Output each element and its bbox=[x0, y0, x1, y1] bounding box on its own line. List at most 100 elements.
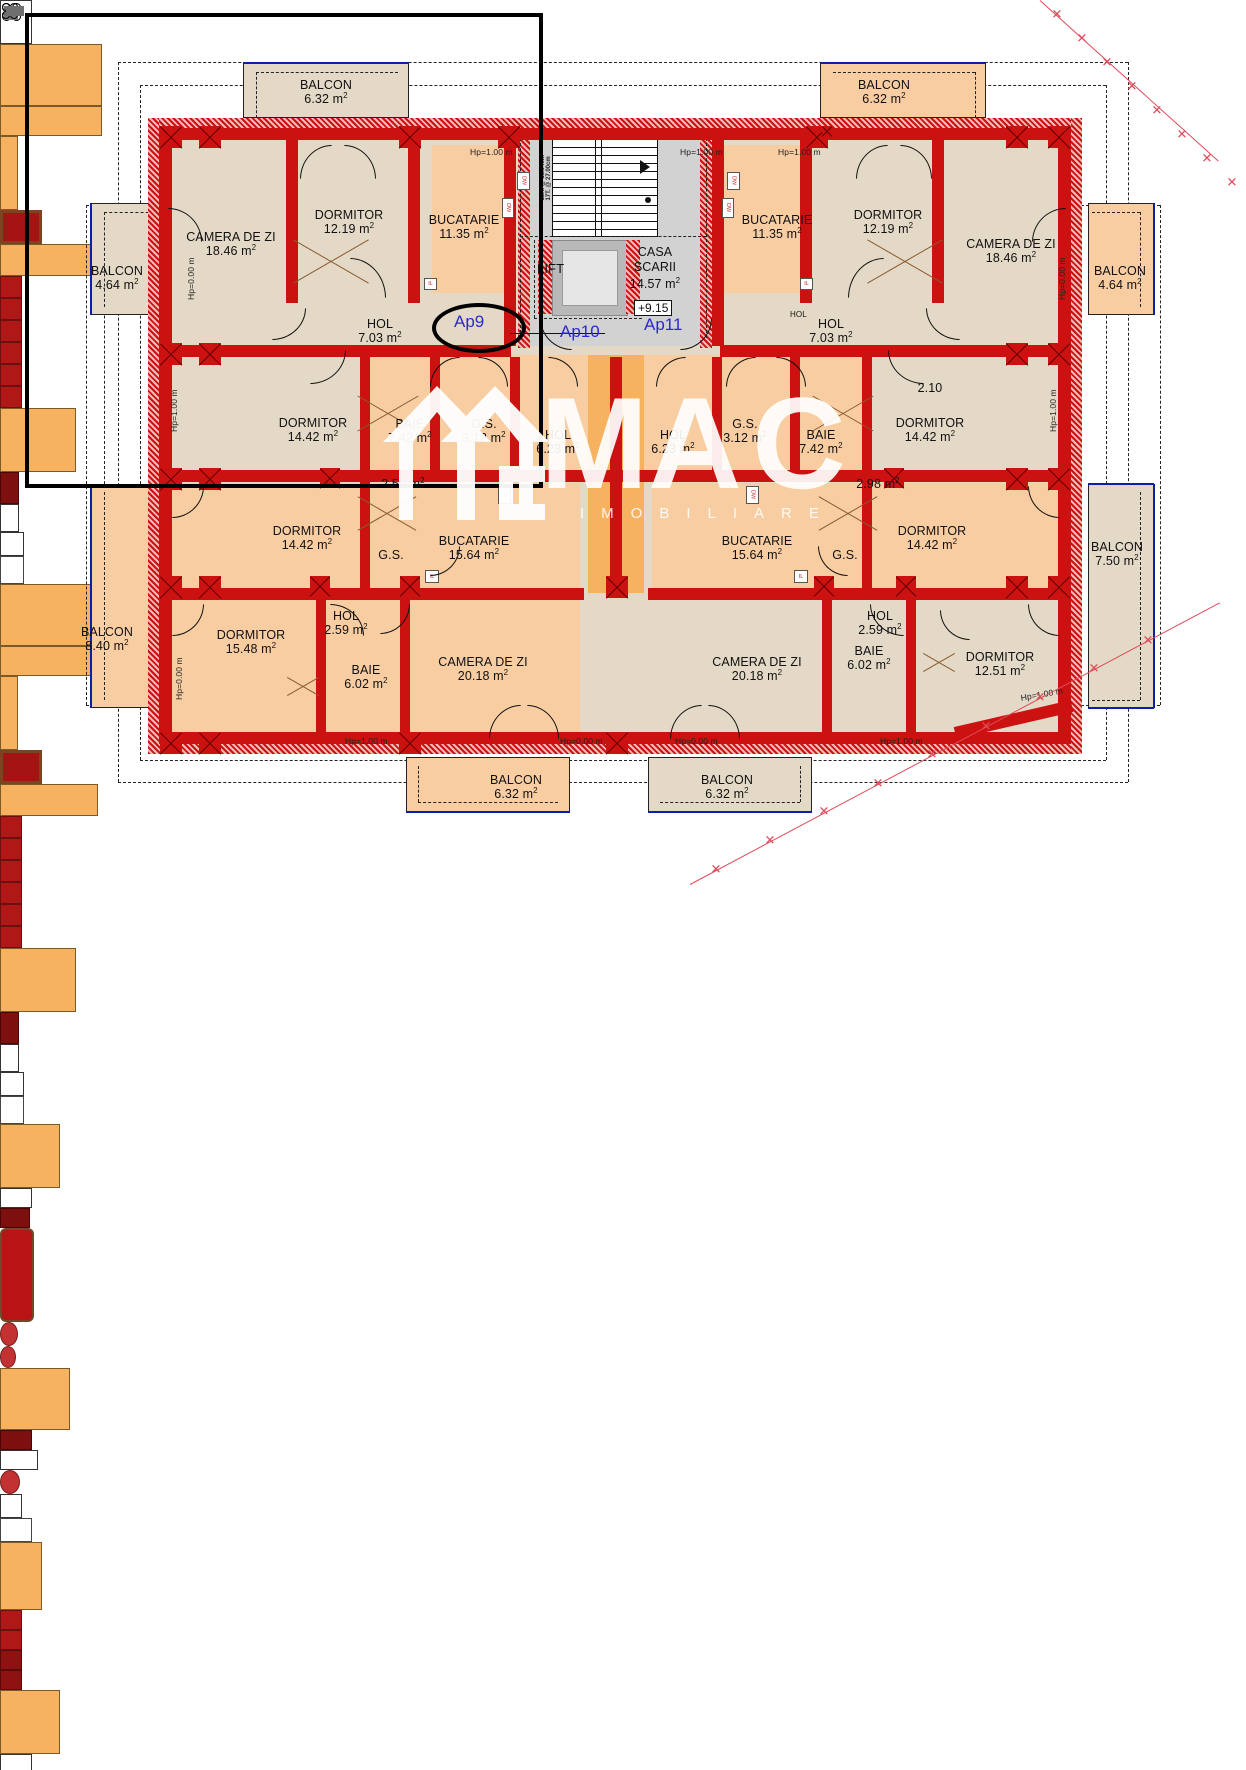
sup-2: 2 bbox=[1134, 553, 1139, 562]
column bbox=[160, 126, 182, 148]
column bbox=[1048, 576, 1070, 598]
survey-mark: ✕ bbox=[980, 718, 992, 734]
sofa-arm bbox=[0, 676, 18, 750]
stair-step bbox=[553, 179, 657, 180]
room-name: BUCATARIE bbox=[438, 534, 510, 548]
parapet-height-label: Hp=1.00 m bbox=[470, 147, 513, 157]
bed bbox=[0, 948, 76, 1012]
parapet-height-label: Hp=1.00 m bbox=[1048, 389, 1058, 432]
site-contour-bottom-inner bbox=[140, 760, 1106, 761]
room-area: 14.42 m2 bbox=[896, 429, 965, 444]
survey-mark: ✕ bbox=[1051, 6, 1063, 22]
toilet bbox=[0, 1470, 20, 1494]
survey-mark: ✕ bbox=[818, 803, 830, 819]
room-area: 6.32 m2 bbox=[490, 786, 542, 801]
room-label-wc-right-lower: G.S. bbox=[832, 548, 857, 562]
chair bbox=[0, 1610, 22, 1630]
balcony-ll-edge bbox=[90, 484, 92, 708]
site-contour-top-inner bbox=[140, 85, 1106, 86]
sup-2: 2 bbox=[134, 277, 139, 286]
room-area-value: 8.40 m bbox=[85, 639, 125, 654]
room-area: 18.46 m2 bbox=[966, 250, 1055, 266]
room-area: 11.35 m2 bbox=[429, 226, 500, 241]
room-name: HOL bbox=[332, 609, 360, 623]
sup-2: 2 bbox=[797, 226, 802, 235]
perimeter-wall-top bbox=[148, 118, 1082, 128]
column bbox=[1048, 343, 1070, 365]
pillow bbox=[0, 1012, 19, 1044]
stairwell-area-value: 14.57 m bbox=[629, 277, 676, 292]
sup-2: 2 bbox=[343, 91, 348, 100]
room-area: 18.46 m2 bbox=[186, 243, 275, 258]
room-area-value: 15.64 m bbox=[731, 548, 778, 563]
column bbox=[896, 576, 916, 596]
survey-mark: ✕ bbox=[1076, 30, 1088, 46]
room-area-value: 18.46 m bbox=[985, 251, 1032, 266]
column bbox=[399, 126, 421, 148]
apartment-label-ap10[interactable]: Ap10 bbox=[560, 322, 600, 341]
wall-h-470-r bbox=[648, 470, 1071, 482]
wall-v-bot-l bbox=[316, 600, 326, 744]
column bbox=[814, 576, 834, 596]
sofa-seat bbox=[0, 106, 102, 136]
room-area-value: 4.64 m bbox=[1098, 278, 1138, 293]
stairwell-name-1: CASA bbox=[637, 245, 673, 259]
room-name: BALCON bbox=[90, 264, 144, 278]
nightstand bbox=[0, 1754, 32, 1770]
balcony-br-edge bbox=[648, 811, 812, 813]
appliance-tag: DW bbox=[746, 486, 759, 504]
chair bbox=[0, 1650, 22, 1670]
stair-step bbox=[553, 229, 657, 230]
room-area: 6.32 m2 bbox=[858, 91, 910, 106]
sup-2: 2 bbox=[690, 441, 695, 450]
column bbox=[1006, 126, 1028, 148]
room-area: 6.02 m2 bbox=[344, 676, 387, 691]
room-area-value: 7.03 m bbox=[358, 331, 398, 346]
room-area: 20.18 m2 bbox=[438, 668, 527, 683]
site-contour-right bbox=[1128, 62, 1129, 782]
room-area-value: 7.50 m bbox=[1095, 554, 1135, 569]
balcony-bottom-left-area bbox=[406, 757, 570, 812]
sup-2: 2 bbox=[838, 441, 843, 450]
room-name: CAMERA DE ZI bbox=[966, 237, 1056, 251]
sup-2: 2 bbox=[1031, 250, 1037, 259]
kitchen-sink bbox=[0, 10, 24, 1124]
room-area-value: 15.48 m bbox=[225, 642, 272, 657]
sup-2: 2 bbox=[333, 429, 339, 438]
room-area: 7.42 m2 bbox=[799, 441, 843, 456]
balcony-guide-right-v bbox=[1160, 205, 1161, 705]
room-area-value: 6.23 m bbox=[651, 442, 691, 457]
survey-mark: ✕ bbox=[872, 775, 884, 791]
column bbox=[199, 576, 221, 598]
room-area-value: 2.10 bbox=[917, 381, 943, 395]
coffee-table bbox=[0, 750, 42, 784]
column bbox=[1006, 468, 1028, 490]
room-name: CAMERA DE ZI bbox=[438, 655, 528, 669]
room-area-value: 14.42 m bbox=[281, 538, 328, 553]
room-area: 2.59 m2 bbox=[324, 622, 367, 637]
wall-v-bot-r2 bbox=[906, 600, 916, 744]
room-name: DORMITOR bbox=[314, 208, 384, 222]
column bbox=[320, 468, 340, 488]
balcony-br-inner bbox=[660, 802, 800, 803]
sup-2: 2 bbox=[777, 668, 783, 677]
sup-2: 2 bbox=[494, 547, 500, 556]
chair bbox=[0, 386, 22, 408]
room-area: 2.59 m2 bbox=[858, 622, 901, 637]
bed bbox=[0, 1368, 70, 1430]
room-area-value: 14.42 m bbox=[906, 538, 953, 553]
room-area-value: 12.51 m bbox=[974, 664, 1021, 679]
site-contour-bottom bbox=[118, 782, 1128, 783]
chair bbox=[0, 1630, 22, 1650]
toilet bbox=[0, 1346, 16, 1368]
room-area: 12.51 m2 bbox=[966, 663, 1035, 679]
chair bbox=[0, 816, 22, 838]
room-area: 7.50 m2 bbox=[1091, 553, 1143, 569]
room-area-value: 6.32 m bbox=[705, 787, 745, 802]
washer-tag: IL bbox=[424, 278, 437, 290]
apartment-label-ap11[interactable]: Ap11 bbox=[644, 315, 683, 334]
room-name: BALCON bbox=[700, 773, 754, 787]
